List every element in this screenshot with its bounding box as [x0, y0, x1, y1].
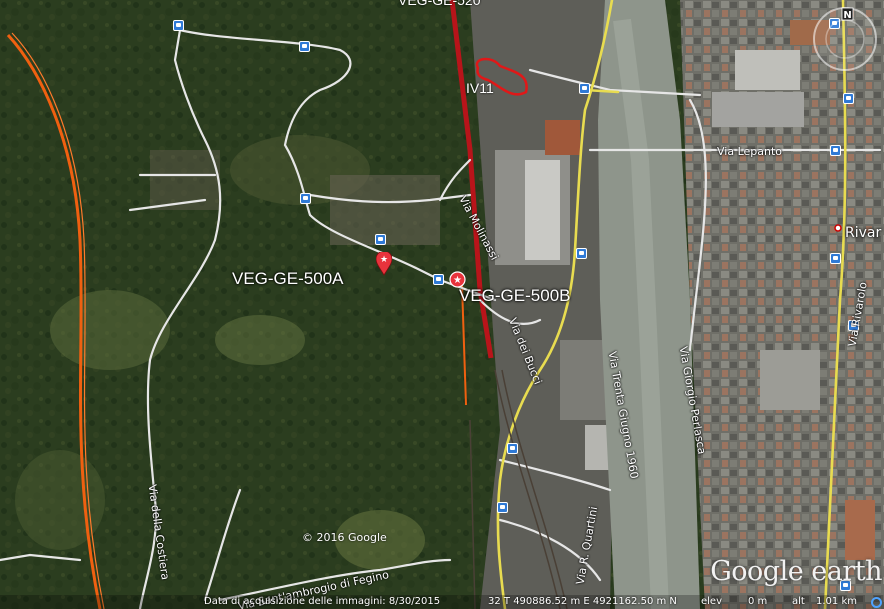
place-marker-icon	[834, 224, 842, 232]
bus-stop-icon[interactable]	[300, 193, 311, 204]
status-bar: Data di acquisizione delle immagini: 8/3…	[0, 595, 884, 609]
area-label: IV11	[466, 80, 494, 96]
svg-text:★: ★	[380, 255, 388, 265]
elevation-label: elev	[701, 596, 723, 607]
coordinates-readout: 32 T 490886.52 m E 4921162.50 m N	[488, 596, 677, 607]
bus-stop-icon[interactable]	[829, 18, 840, 29]
bus-stop-icon[interactable]	[843, 93, 854, 104]
copyright: © 2016 Google	[302, 531, 387, 544]
bus-stop-icon[interactable]	[576, 248, 587, 259]
power-line-label: VEG-GE-520	[398, 0, 481, 8]
bus-stop-icon[interactable]	[375, 234, 386, 245]
bus-stop-icon[interactable]	[830, 253, 841, 264]
bus-stop-icon[interactable]	[173, 20, 184, 31]
compass-icon[interactable]: N	[812, 6, 878, 72]
bus-stop-icon[interactable]	[497, 502, 508, 513]
road-label: Via Lepanto	[717, 145, 783, 158]
placemark-pin-icon[interactable]: ★	[376, 252, 392, 276]
bus-stop-icon[interactable]	[830, 145, 841, 156]
placemark-label[interactable]: VEG-GE-500A	[232, 269, 344, 288]
compass-north-label: N	[843, 10, 851, 21]
altitude-label: alt	[792, 596, 805, 607]
altitude-value: 1.01 km	[816, 596, 857, 607]
placemark-star-icon[interactable]: ★	[449, 271, 466, 288]
bus-stop-icon[interactable]	[433, 274, 444, 285]
placemark-label[interactable]: VEG-GE-500B	[459, 286, 571, 305]
imagery-date: Data di acquisizione delle immagini: 8/3…	[204, 596, 441, 607]
google-earth-logo: Google earth	[710, 556, 882, 587]
bus-stop-icon[interactable]	[507, 443, 518, 454]
bus-stop-icon[interactable]	[579, 83, 590, 94]
bus-stop-icon[interactable]	[848, 320, 859, 331]
bus-stop-icon[interactable]	[840, 580, 851, 591]
scale-ring-icon[interactable]	[871, 597, 882, 608]
place-label: Rivar	[845, 225, 882, 241]
elevation-value: 0 m	[748, 596, 768, 607]
svg-text:★: ★	[453, 275, 462, 286]
bus-stop-icon[interactable]	[299, 41, 310, 52]
